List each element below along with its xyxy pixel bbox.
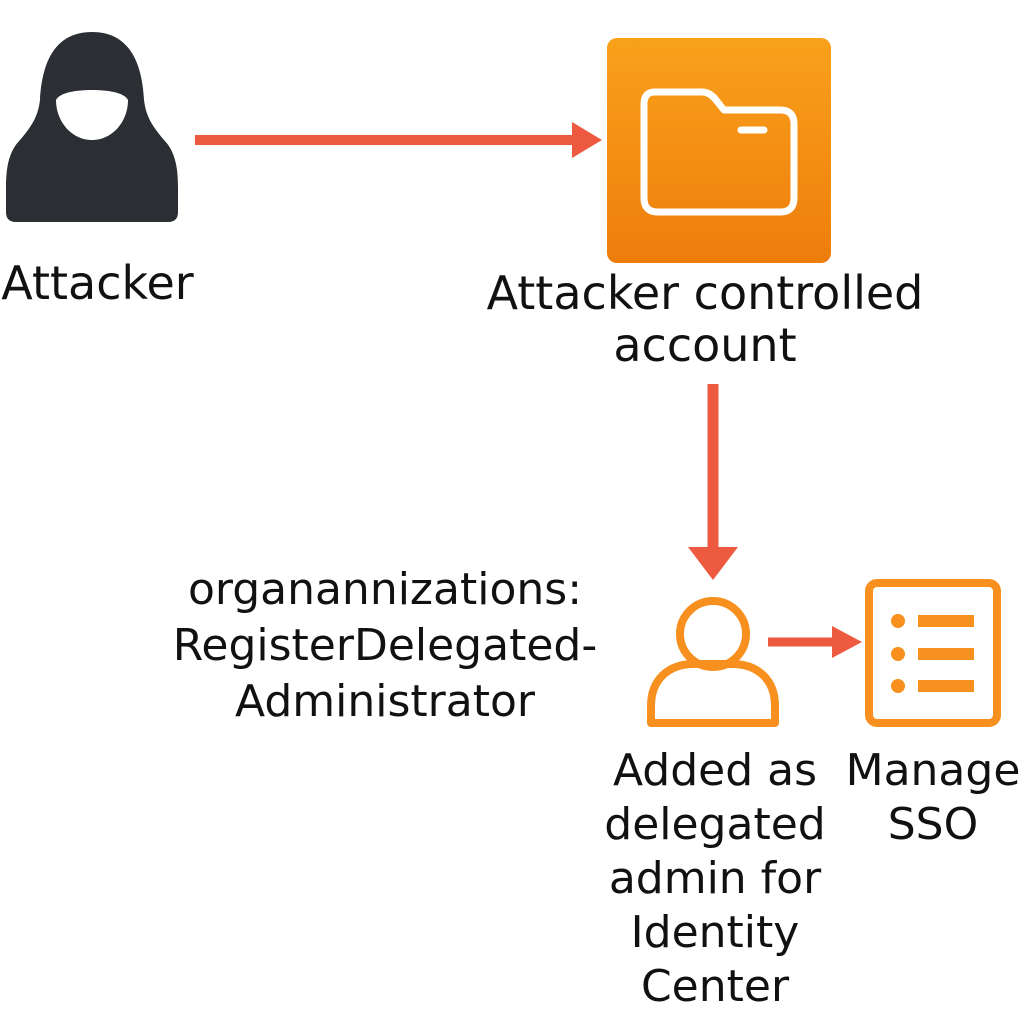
- delegated-admin-label-line-1: Added as: [612, 745, 818, 796]
- arrow-admin-to-sso: [768, 626, 862, 658]
- manage-sso-label: Manage SSO: [838, 744, 1024, 852]
- api-call-label-line-3: Administrator: [235, 676, 535, 727]
- attacker-label: Attacker: [1, 256, 194, 310]
- delegated-admin-label: Added as delegated admin for Identity Ce…: [600, 744, 830, 1014]
- api-call-label: organannizations: RegisterDelegated- Adm…: [150, 562, 620, 730]
- delegated-admin-label-line-4: Identity: [630, 907, 800, 958]
- account-tile: [607, 38, 831, 263]
- delegated-admin-label-line-3: admin for: [608, 853, 822, 904]
- list-icon: [865, 579, 1001, 727]
- manage-sso-label-line-2: SSO: [887, 799, 979, 850]
- account-label-line-2: account: [613, 318, 797, 372]
- user-icon: [647, 597, 779, 727]
- account-label-line-1: Attacker controlled: [486, 266, 924, 320]
- hooded-figure-icon: [6, 32, 178, 222]
- folder-icon: [640, 88, 798, 216]
- delegated-admin-label-line-2: delegated: [604, 799, 826, 850]
- api-call-label-line-1: organannizations:: [187, 564, 583, 615]
- manage-sso-label-line-1: Manage: [845, 745, 1021, 796]
- arrow-account-to-admin: [688, 384, 738, 580]
- delegated-admin-label-line-5: Center: [640, 961, 790, 1012]
- api-call-label-line-2: RegisterDelegated-: [172, 620, 598, 671]
- arrow-attacker-to-account: [195, 122, 602, 158]
